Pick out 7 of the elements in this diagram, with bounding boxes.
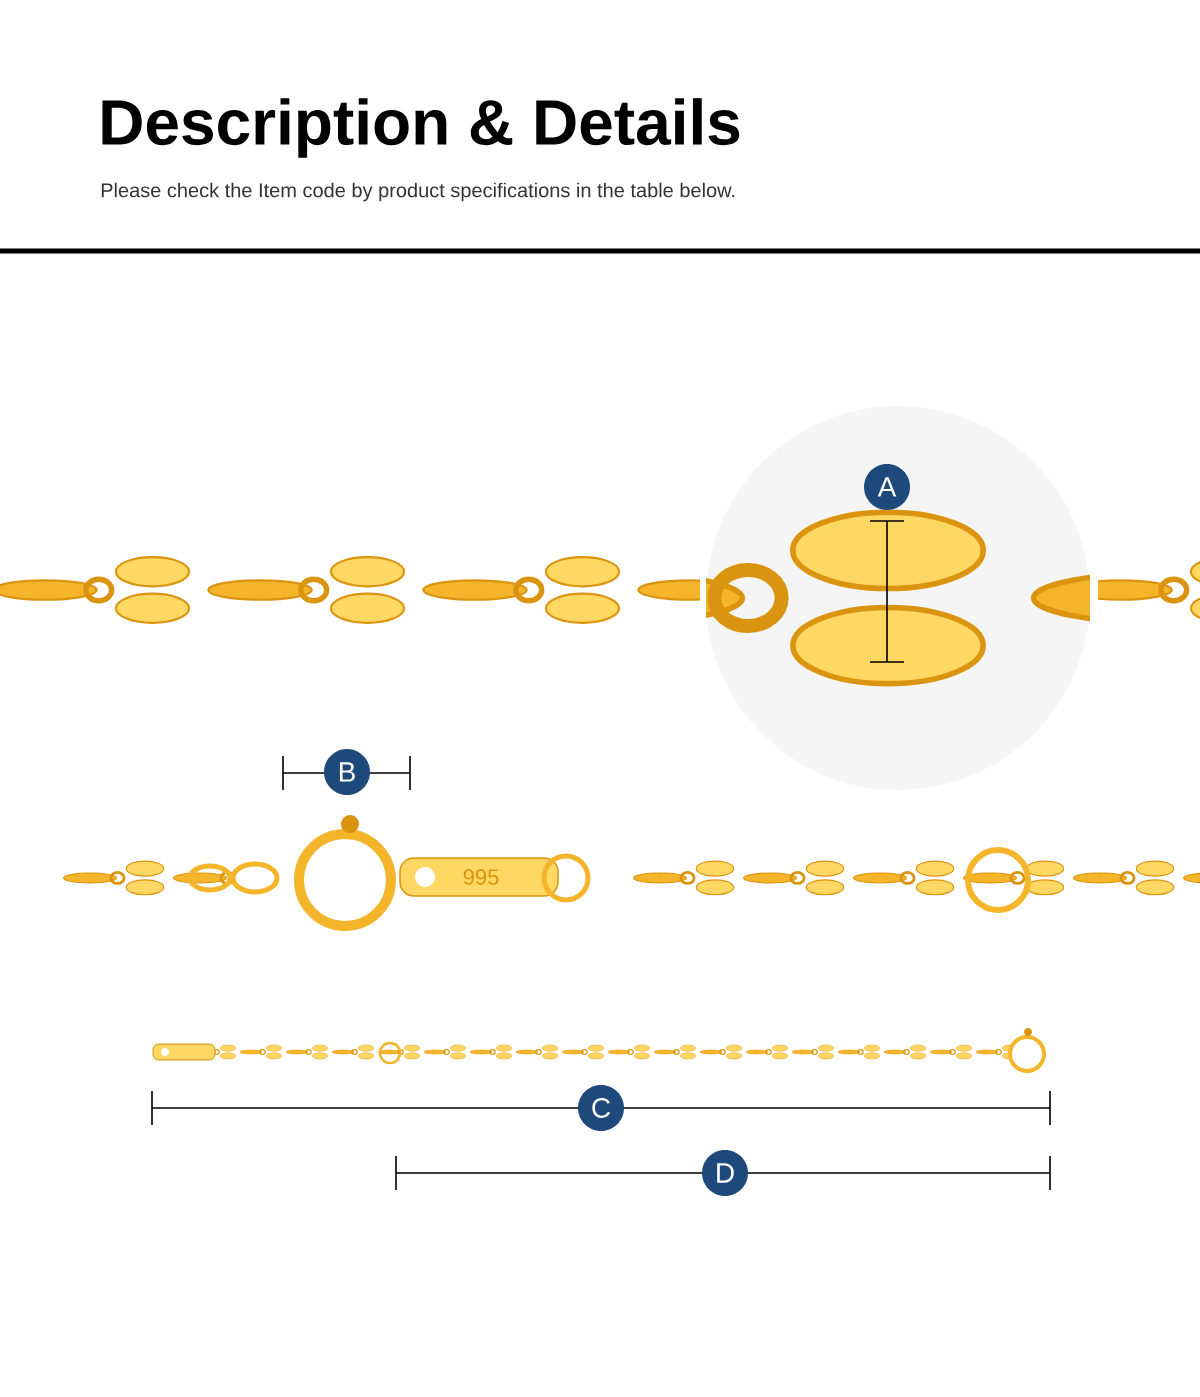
callout-letter: C — [578, 1085, 624, 1131]
callout-letter: D — [702, 1150, 748, 1196]
title: Description & Details — [102, 98, 740, 158]
callout-letter: A — [864, 464, 910, 510]
stamp-text: 995 — [463, 869, 499, 885]
callout-letter: B — [324, 749, 370, 795]
subtitle: Please check the Item code by product specifications in the table below. — [101, 182, 735, 202]
